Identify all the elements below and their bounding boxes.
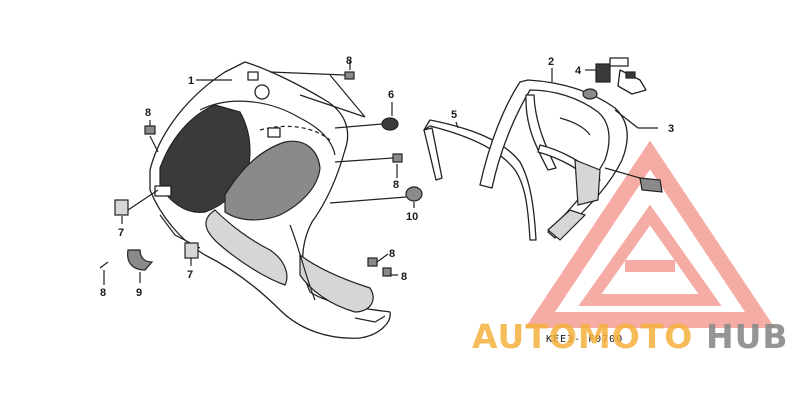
callout-part2: 2	[548, 56, 554, 68]
callout-part8e: 8	[401, 271, 407, 283]
watermark-triangle-logo	[525, 140, 775, 328]
callout-part8b: 8	[145, 107, 151, 119]
key-lock-part	[582, 57, 647, 100]
callout-part4: 4	[575, 65, 582, 77]
callout-labels: 1 2 3 4 5 6 7 7 8 8 8 8 8 8 9 10	[100, 55, 674, 299]
callout-part10: 10	[406, 211, 418, 223]
callout-part8c: 8	[393, 179, 399, 191]
callout-part1: 1	[188, 75, 194, 87]
leader-lines-left	[103, 60, 415, 285]
callout-part8d: 8	[389, 248, 395, 260]
leader-lines-right	[455, 68, 658, 129]
rack-frame-part	[423, 79, 663, 241]
callout-part8f: 8	[100, 287, 106, 299]
callout-part5: 5	[451, 109, 457, 121]
callout-part7a: 7	[118, 227, 124, 239]
watermark-text-gray: HUB	[706, 317, 789, 356]
inner-cover-part	[149, 61, 391, 339]
callout-part3: 3	[668, 123, 674, 135]
watermark-text: AUTOMOTO HUB	[472, 317, 789, 356]
callout-part7b: 7	[187, 269, 193, 281]
callout-part6: 6	[388, 89, 394, 101]
callout-part9: 9	[136, 287, 142, 299]
callout-part8a: 8	[346, 55, 352, 67]
drawing-code-label: KEE3- F0700	[546, 334, 623, 345]
watermark-text-orange: AUTOMOTO	[472, 317, 693, 356]
